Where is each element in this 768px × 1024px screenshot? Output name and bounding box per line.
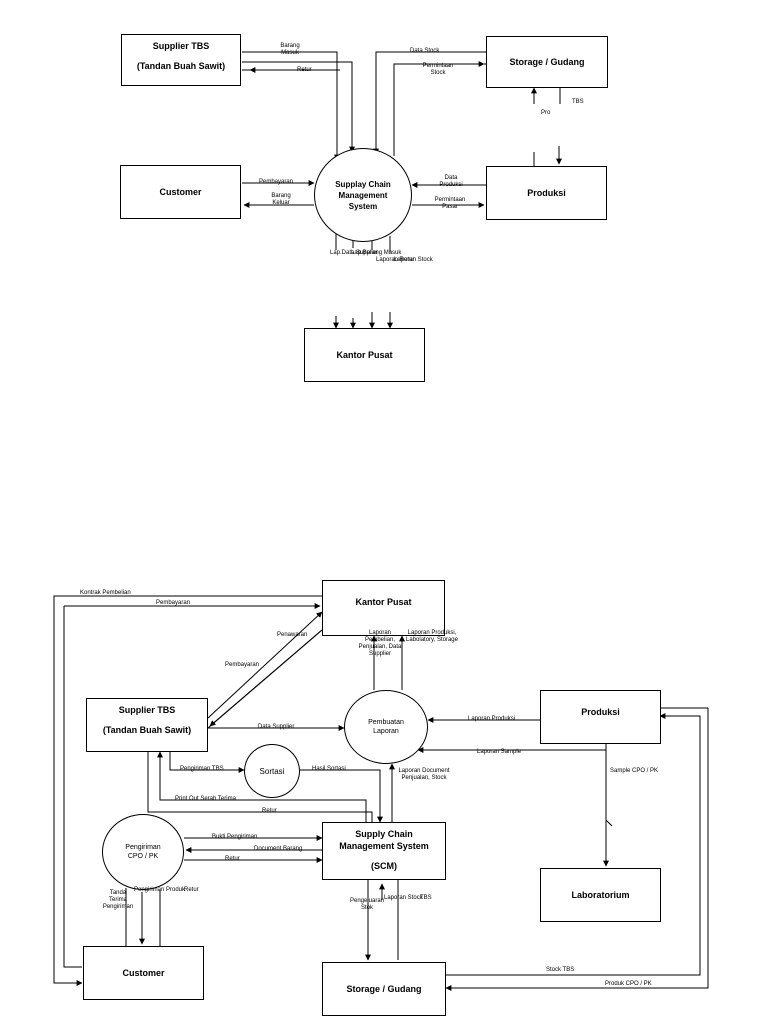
entity-scm: Supply Chain Management System (SCM) bbox=[322, 822, 446, 880]
process-label: Pengiriman CPO / PK bbox=[125, 844, 161, 860]
flow-hasil-sortasi: Hasil Sortasi bbox=[312, 766, 346, 772]
process-pengiriman-cpo: Pengiriman CPO / PK bbox=[102, 814, 184, 890]
flow-print-out: Print Out Serah Terima bbox=[175, 796, 236, 802]
flow-laporan-sample: Laporan Sample bbox=[477, 749, 522, 755]
entity-title: Storage / Gudang bbox=[509, 57, 585, 67]
entity-kantor-pusat-2: Kantor Pusat bbox=[322, 580, 445, 636]
flow-penawaran: Penawaran bbox=[277, 632, 308, 638]
flow-pro: Pro bbox=[541, 110, 551, 116]
entity-storage-gudang: Storage / Gudang bbox=[486, 36, 608, 88]
flow-laporan-stock: Laporan Stock bbox=[394, 257, 433, 263]
flow-pengiriman-produk: Pengiriman Produk bbox=[134, 887, 186, 893]
flow-retur: Retur bbox=[297, 67, 312, 73]
flow-produk-cpo: Produk CPO / PK bbox=[605, 981, 652, 987]
flow-laporan-pembelian: Laporan Pembelian, Penjualan, Data Suppl… bbox=[358, 630, 402, 657]
process-label: Pembuatan Laporan bbox=[368, 719, 404, 735]
process-scm: Supplay Chain Management System bbox=[314, 148, 412, 242]
entity-produksi-2: Produksi bbox=[540, 690, 661, 744]
flow-pembayaran: Pembayaran bbox=[259, 179, 294, 185]
entity-supplier-tbs: Supplier TBS (Tandan Buah Sawit) bbox=[121, 34, 241, 86]
entity-title: Kantor Pusat bbox=[336, 350, 393, 360]
entity-produksi: Produksi bbox=[486, 166, 607, 220]
flow-document-barang: Document Barang bbox=[254, 846, 303, 852]
flow-pembayaran-diagonal: Pembayaran bbox=[225, 662, 260, 668]
flow-lap-barang-masuk: Lap.Barang Masuk bbox=[351, 250, 402, 256]
entity-title-line2: Management System bbox=[339, 841, 429, 851]
flow-permintaan-pasar: Permintaan Pasar bbox=[434, 197, 466, 210]
flow-tbs: TBS bbox=[572, 99, 584, 105]
flow-retur-scm: Retur bbox=[262, 808, 277, 814]
process-label: Sortasi bbox=[259, 766, 285, 776]
flow-permintaan-stock: Permintaan Stock bbox=[422, 63, 454, 76]
entity-title: Produksi bbox=[581, 707, 620, 717]
flow-data-supplier: Data Supplier bbox=[258, 724, 295, 730]
flow-tanda-terima: Tanda Terima Pengiriman bbox=[102, 890, 134, 910]
flow-retur-pk: Retur bbox=[225, 856, 240, 862]
flow-bukti-pengiriman: Bukti Pengiriman bbox=[212, 834, 258, 840]
flow-barang-keluar: Barang Keluar bbox=[271, 193, 291, 206]
flow-sample-cpo: Sample CPO / PK bbox=[610, 768, 659, 774]
flow-kontrak-pembelian: Kontrak Pembelian bbox=[80, 590, 131, 596]
entity-customer: Customer bbox=[120, 165, 241, 219]
entity-title-line3: (SCM) bbox=[371, 861, 397, 871]
flow-pengiriman-tbs: Pengiriman TBS bbox=[180, 766, 224, 772]
flow-laporan-produksi-lab: Laporan Produksi, Labolatory, Storage bbox=[406, 630, 458, 643]
flow-tbs: TBS bbox=[420, 895, 432, 901]
entity-laboratorium: Laboratorium bbox=[540, 868, 661, 922]
flow-laporan-document: Laporan Document Penjualan, Stock bbox=[398, 768, 450, 781]
entity-customer-2: Customer bbox=[83, 946, 204, 1000]
flow-laporan-stock: Laporan Stock bbox=[384, 895, 423, 901]
entity-title-line1: Supply Chain bbox=[355, 829, 413, 839]
flow-pembayaran-top: Pembayaran bbox=[156, 600, 191, 606]
flow-laporan-retur: Laporan Retur bbox=[376, 257, 415, 263]
process-pembuatan-laporan: Pembuatan Laporan bbox=[344, 690, 428, 764]
entity-subtitle: (Tandan Buah Sawit) bbox=[136, 61, 226, 71]
entity-title: Storage / Gudang bbox=[346, 984, 422, 994]
diagram1-arrows bbox=[242, 51, 562, 329]
entity-title: Laboratorium bbox=[571, 890, 630, 900]
entity-subtitle: (Tandan Buah Sawit) bbox=[102, 725, 192, 735]
entity-kantor-pusat: Kantor Pusat bbox=[304, 328, 425, 382]
flow-retur-customer: Retur bbox=[184, 887, 199, 893]
entity-storage-gudang-2: Storage / Gudang bbox=[322, 962, 446, 1016]
entity-title: Kantor Pusat bbox=[355, 597, 412, 607]
entity-title: Customer bbox=[159, 187, 202, 197]
flow-barang-masuk: Barang Masuk bbox=[280, 43, 300, 56]
entity-title: Produksi bbox=[527, 188, 566, 198]
entity-title: Supplier TBS bbox=[152, 41, 210, 51]
flow-lap-data-supplier: Lap.Data Supplier bbox=[330, 250, 379, 256]
flow-data-produksi: Data Produksi bbox=[439, 175, 463, 188]
entity-title: Supplier TBS bbox=[118, 705, 176, 715]
process-sortasi: Sortasi bbox=[244, 744, 300, 798]
entity-title: Customer bbox=[122, 968, 165, 978]
flow-stock-tbs: Stock TBS bbox=[546, 967, 575, 973]
diagram2-arrows bbox=[53, 595, 709, 991]
flow-pengeluaran-stok: Pengeluaran Stok bbox=[350, 898, 385, 911]
entity-supplier-tbs-2: Supplier TBS (Tandan Buah Sawit) bbox=[86, 698, 208, 752]
flow-data-stock: Data Stock bbox=[410, 48, 440, 54]
flow-laporan-produksi: Laporan Produksi bbox=[468, 716, 516, 722]
process-label: Supplay Chain Management System bbox=[335, 179, 391, 211]
